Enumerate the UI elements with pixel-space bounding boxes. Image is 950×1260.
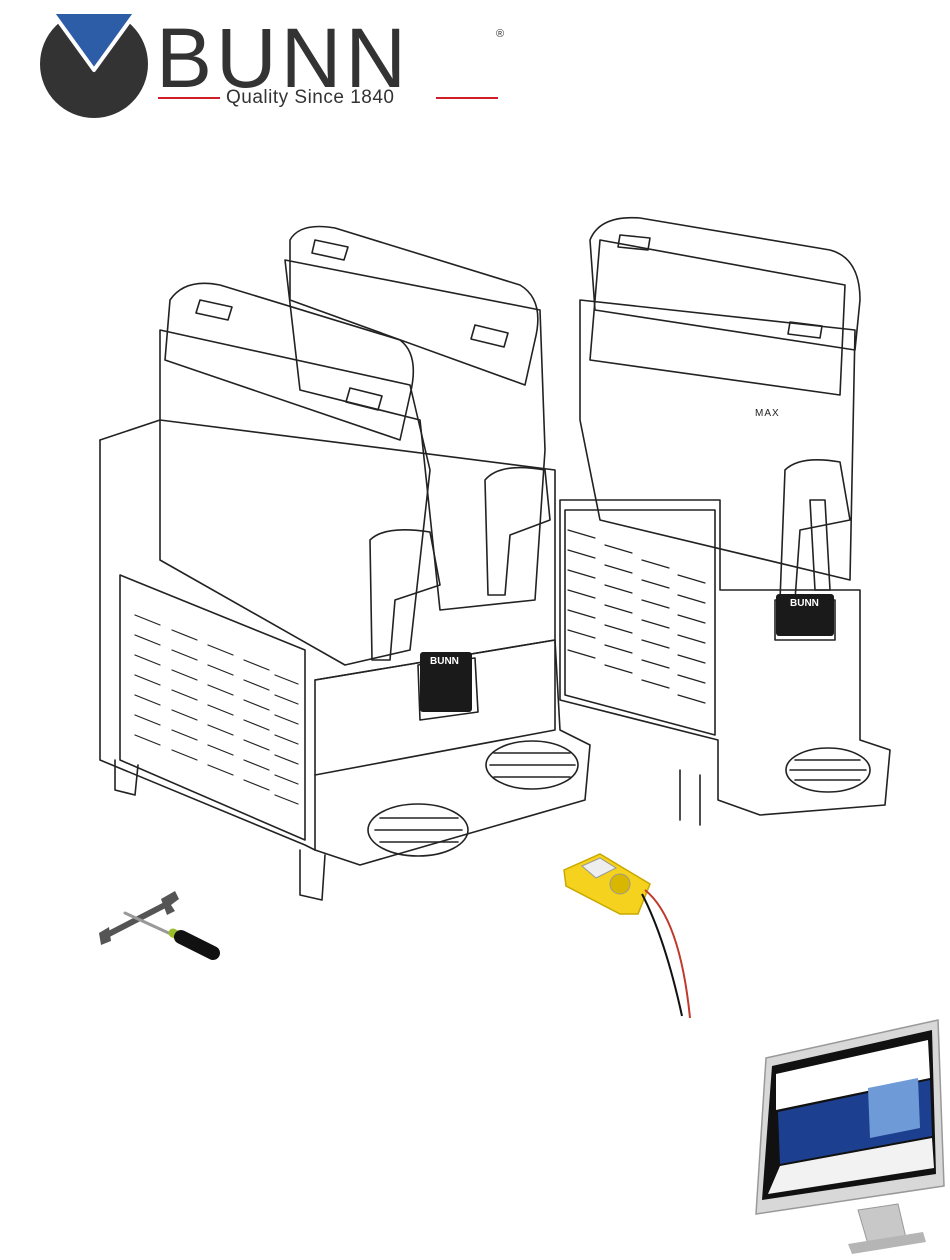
double-bowl-machine bbox=[100, 227, 590, 901]
max-label: MAX bbox=[755, 408, 780, 419]
panel-logo-left: BUNN bbox=[430, 656, 459, 667]
multimeter-icon bbox=[560, 848, 725, 1023]
tools-illustration bbox=[95, 885, 225, 965]
single-bowl-machine bbox=[560, 218, 890, 825]
screwdriver-icon bbox=[125, 913, 213, 953]
panel-logo-right: BUNN bbox=[790, 598, 819, 609]
computer-monitor-icon bbox=[748, 1018, 948, 1258]
